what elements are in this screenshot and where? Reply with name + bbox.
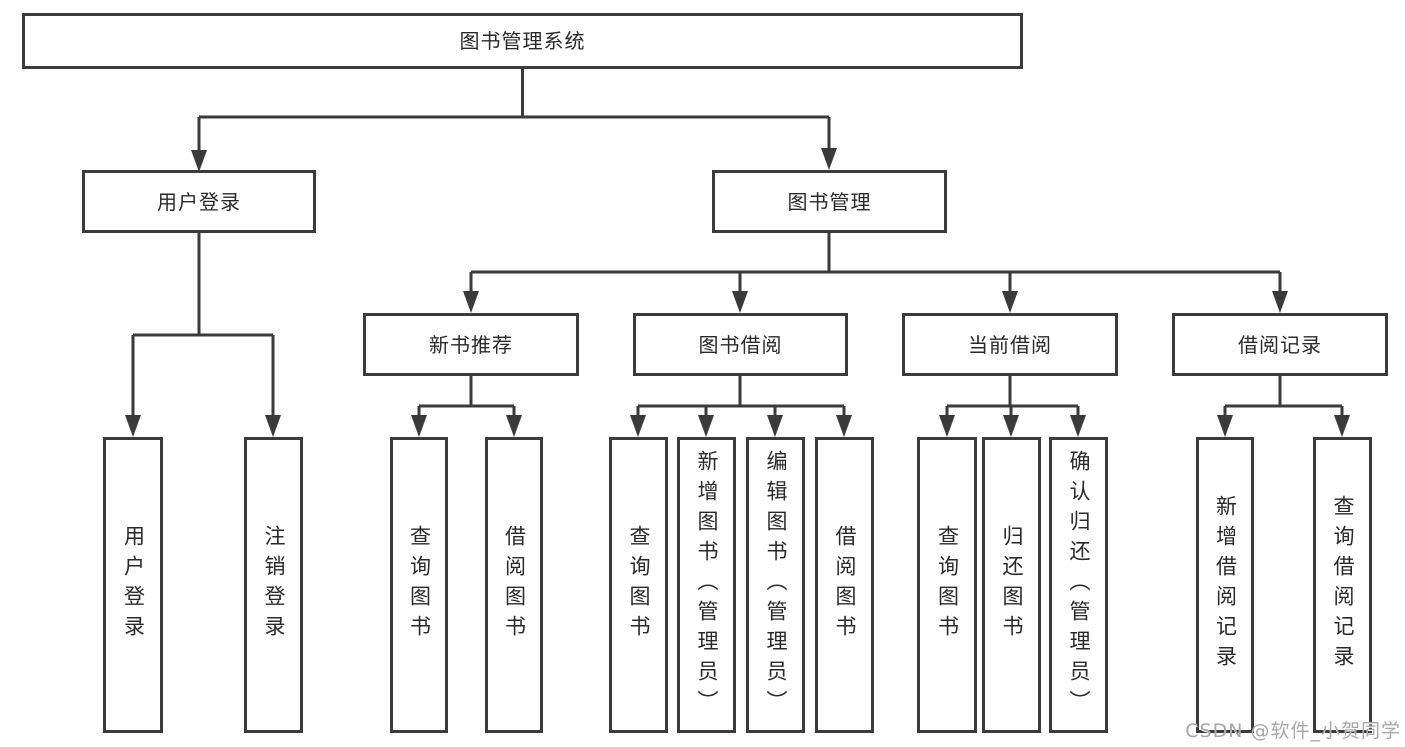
node-current-borrow: 当前借阅 [902,313,1118,376]
arrow-icon [630,415,646,437]
connector-current-to-leaves [945,376,1080,419]
arrow-icon [1217,415,1233,437]
leaf-edit-books-admin: 编辑图书（管理员） [746,437,805,733]
arrow-icon [939,415,955,437]
arrow-icon [1272,291,1288,313]
leaf-query-books: 查询图书 [390,437,448,733]
connector-book-mgmt-to-level3 [469,233,1282,296]
leaf-query-books: 查询图书 [917,437,977,733]
node-borrow-records: 借阅记录 [1172,313,1388,376]
leaf-query-books: 查询图书 [609,437,668,733]
arrow-icon [125,415,141,437]
connector-new-book-to-leaves [417,376,516,419]
node-book-management: 图书管理 [712,170,947,233]
leaf-borrow-books: 借阅图书 [485,437,543,733]
leaf-confirm-return-admin: 确认归还（管理员） [1049,437,1108,733]
arrowheads [125,148,1350,437]
leaf-logout: 注销登录 [244,437,303,733]
node-user-login: 用户登录 [82,170,316,233]
leaf-user-login: 用户登录 [103,437,163,733]
arrow-icon [732,291,748,313]
arrow-icon [1070,415,1086,437]
csdn-watermark: CSDN @软件_小贺同学 [1185,720,1401,742]
leaf-query-borrow-record: 查询借阅记录 [1313,437,1372,733]
leaf-return-books: 归还图书 [982,437,1041,733]
leaf-add-borrow-record: 新增借阅记录 [1196,437,1254,733]
arrow-icon [767,415,783,437]
arrow-icon [1003,415,1019,437]
arrow-icon [506,415,522,437]
arrow-icon [1002,291,1018,313]
node-root-library-system: 图书管理系统 [22,13,1023,69]
arrow-icon [821,148,837,170]
arrow-icon [1334,415,1350,437]
connector-user-login-to-leaves [131,233,275,419]
arrow-icon [411,415,427,437]
connector-borrow-to-leaves [636,376,846,419]
node-new-book-recommend: 新书推荐 [363,313,579,376]
connector-root-to-level2 [197,69,831,154]
arrow-icon [836,415,852,437]
arrow-icon [698,415,714,437]
leaf-add-books-admin: 新增图书（管理员） [677,437,736,733]
node-book-borrow: 图书借阅 [633,313,848,376]
arrow-icon [265,415,281,437]
leaf-borrow-books: 借阅图书 [815,437,874,733]
connector-records-to-leaves [1223,376,1344,419]
arrow-icon [191,150,207,172]
arrow-icon [463,291,479,313]
